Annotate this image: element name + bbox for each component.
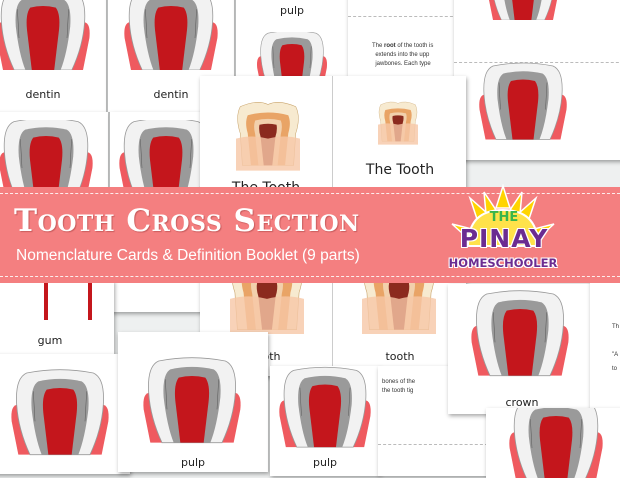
booklet-page-root: The root of the tooth is extends into th… xyxy=(348,0,458,86)
card-label: dentin xyxy=(153,88,189,101)
tooth-color-illustration-small xyxy=(378,101,418,145)
card-title-the-tooth-2: The Tooth xyxy=(365,162,435,178)
card-bottom-right xyxy=(486,408,620,478)
booklet-text: bones of the the tooth tig xyxy=(382,379,416,394)
card-label: pulp xyxy=(280,4,304,17)
card-bottom-left xyxy=(0,354,130,474)
card-pulp-top: pulp xyxy=(236,0,348,90)
sun-icon xyxy=(451,183,555,247)
card-dentin-2: dentin xyxy=(108,0,234,112)
page-title: Tooth Cross Section xyxy=(14,203,360,239)
card-label-tooth-2: tooth xyxy=(385,350,415,363)
card-label: pulp xyxy=(181,456,205,469)
logo-the: THE xyxy=(489,210,519,225)
tooth-color-illustration xyxy=(230,276,304,334)
logo-pinay: PINAY xyxy=(459,224,549,253)
card-label: pulp xyxy=(313,456,337,469)
cut-line xyxy=(454,62,620,63)
card-dentin-1: dentin xyxy=(0,0,106,112)
title-banner: Tooth Cross Section Nomenclature Cards &… xyxy=(0,187,620,283)
card-crown: crown xyxy=(448,284,596,414)
tooth-illustration xyxy=(123,0,219,70)
card-label: gum xyxy=(37,334,63,347)
card-label: crown xyxy=(505,396,539,409)
card-pulp-1: pulp xyxy=(118,332,268,472)
tooth-illustration xyxy=(508,408,604,478)
card-label: dentin xyxy=(25,88,61,101)
card-right-top xyxy=(454,0,620,160)
brand-logo: THE PINAY HOMESCHOOLER xyxy=(440,176,566,294)
tooth-illustration xyxy=(278,366,372,448)
logo-homeschooler: HOMESCHOOLER xyxy=(448,256,558,270)
tooth-illustration xyxy=(470,290,570,377)
tooth-illustration xyxy=(487,0,559,20)
root-word: root xyxy=(384,43,396,49)
tooth-illustration xyxy=(142,357,242,444)
card-gum: gum xyxy=(0,280,114,356)
booklet-text: The root of the tooth is extends into th… xyxy=(372,43,434,67)
tooth-illustration xyxy=(10,369,110,456)
booklet-page-right: Th "A to xyxy=(590,280,620,410)
tooth-color-illustration xyxy=(236,102,300,171)
tooth-illustration xyxy=(478,62,568,140)
tooth-color-illustration xyxy=(362,276,436,334)
booklet-text: Th "A to xyxy=(612,324,620,372)
card-pulp-2: pulp xyxy=(270,366,380,476)
page-subtitle: Nomenclature Cards & Definition Booklet … xyxy=(16,247,360,264)
tooth-illustration xyxy=(0,0,91,70)
